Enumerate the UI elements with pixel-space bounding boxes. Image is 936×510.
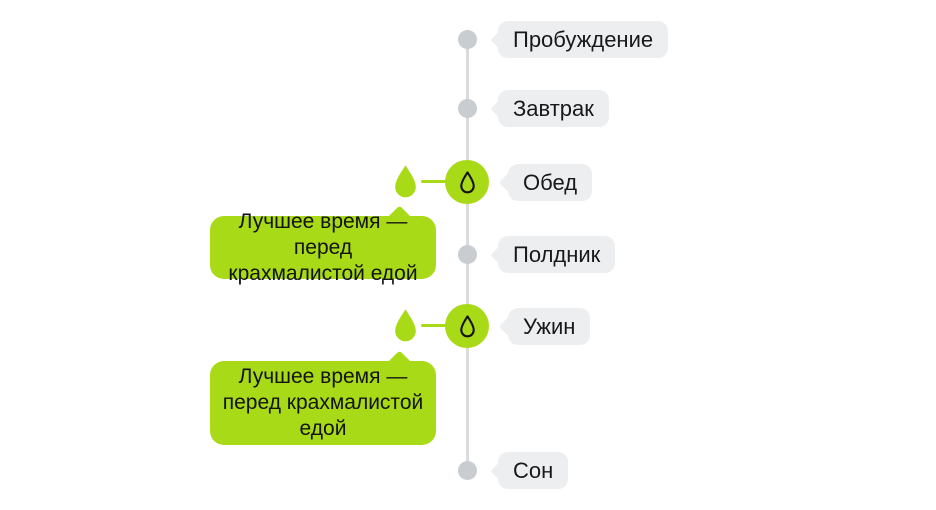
callout-text-line: перед крахмалистой	[222, 391, 424, 414]
connector-line	[421, 324, 447, 327]
event-label-text: Пробуждение	[513, 27, 654, 52]
node-dinner-highlighted	[445, 304, 489, 348]
callout-text-line: крахмалистой едой	[228, 261, 418, 285]
water-drop-outline-icon	[457, 170, 478, 195]
callout-dinner-timing: Лучшее время — перед крахмалистой едой	[210, 350, 436, 445]
connector-line	[421, 180, 447, 183]
water-drop-icon	[390, 163, 421, 200]
event-label-afternoon-snack: Полдник	[498, 236, 616, 273]
event-label-lunch: Обед	[508, 164, 593, 201]
water-drop-icon	[390, 307, 421, 344]
callout-text-line: едой	[299, 417, 347, 440]
node-wake	[458, 30, 477, 49]
event-label-text: Сон	[513, 458, 554, 483]
callout-text-line: Лучшее время —	[238, 365, 408, 388]
callout-text-line: Лучшее время — перед	[238, 209, 408, 259]
callout-lunch-timing: Лучшее время — перед крахмалистой едой	[210, 205, 436, 285]
event-label-text: Обед	[523, 170, 578, 195]
event-label-wake: Пробуждение	[498, 21, 669, 58]
event-label-text: Завтрак	[513, 96, 594, 121]
event-label-text: Ужин	[523, 314, 576, 339]
node-breakfast	[458, 99, 477, 118]
node-sleep	[458, 461, 477, 480]
node-lunch-highlighted	[445, 160, 489, 204]
water-drop-outline-icon	[457, 314, 478, 339]
node-afternoon-snack	[458, 245, 477, 264]
event-label-sleep: Сон	[498, 452, 569, 489]
event-label-text: Полдник	[513, 242, 601, 267]
event-label-dinner: Ужин	[508, 308, 591, 345]
event-label-breakfast: Завтрак	[498, 90, 609, 127]
